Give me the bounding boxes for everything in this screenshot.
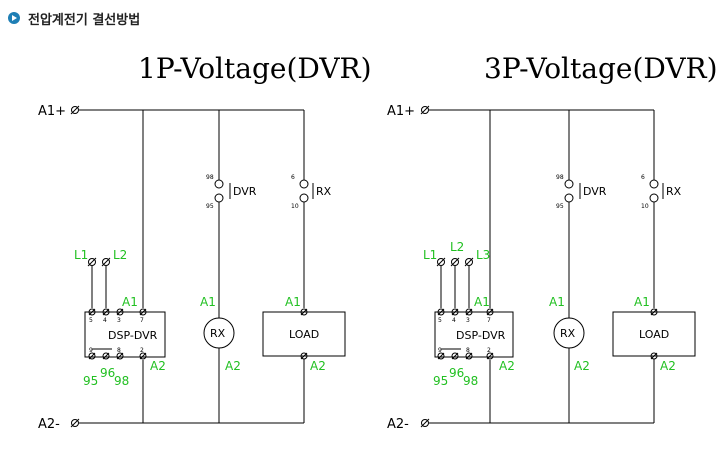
- dvr-contact-bottom-pin: 95: [556, 203, 564, 210]
- pin-number: 8: [466, 347, 470, 354]
- diagram-title: 1P-Voltage(DVR): [138, 52, 372, 85]
- load-a1-label: A1: [285, 295, 301, 309]
- rx-a2-label: A2: [574, 359, 590, 373]
- load-label: LOAD: [639, 328, 669, 341]
- rx-contact-bottom: [299, 193, 309, 203]
- input-terminal-l1: [87, 257, 97, 308]
- rx-contact-label: RX: [316, 185, 332, 198]
- pin-terminals-top: [437, 308, 494, 316]
- pin-number: 9: [89, 347, 93, 354]
- dsp-dvr-box: [434, 311, 514, 358]
- rx-contact-label: RX: [666, 185, 682, 198]
- rx-contact-top-pin: 6: [641, 174, 645, 181]
- dvr-contact-bottom: [214, 193, 224, 203]
- rx-contact-top: [299, 179, 309, 189]
- diagram-title: 3P-Voltage(DVR): [484, 52, 718, 85]
- dvr-contact-top-pin: 98: [556, 174, 564, 181]
- input-label-l2: L2: [450, 240, 464, 254]
- diagram-3p: 3P-Voltage(DVR) A1+ A2- DSP-DVR L1 L2 L3: [387, 52, 718, 432]
- input-label-l2: L2: [113, 248, 127, 262]
- dvr-contact-bottom: [564, 193, 574, 203]
- rx-relay-label: RX: [560, 327, 576, 340]
- load-a1-label: A1: [634, 295, 650, 309]
- input-label-l3: L3: [476, 248, 490, 262]
- output-label-95: 95: [83, 374, 98, 388]
- dvr-a2-label: A2: [150, 359, 166, 373]
- pin-number: 2: [140, 347, 144, 354]
- section-header: 전압계전기 결선방법: [8, 8, 140, 28]
- pin-terminals-bottom: [437, 348, 494, 360]
- dvr-a1-label: A1: [122, 295, 138, 309]
- dvr-a2-label: A2: [499, 359, 515, 373]
- pin-number: 5: [438, 317, 442, 324]
- pin-number: 7: [140, 317, 144, 324]
- dvr-contact-top: [564, 179, 574, 189]
- output-label-98: 98: [463, 374, 478, 388]
- rx-a1-label: A1: [549, 295, 565, 309]
- dvr-contact-label: DVR: [233, 185, 257, 198]
- output-label-98: 98: [114, 374, 129, 388]
- pin-number: 9: [438, 347, 442, 354]
- terminal-top-symbol: [70, 105, 80, 115]
- input-label-l1: L1: [74, 248, 88, 262]
- pin-number: 8: [117, 347, 121, 354]
- load-label: LOAD: [289, 328, 319, 341]
- input-terminal-l3: [464, 257, 474, 308]
- rx-a2-label: A2: [225, 359, 241, 373]
- output-label-96: 96: [100, 366, 115, 380]
- input-label-l1: L1: [423, 248, 437, 262]
- terminal-top-label: A1+: [38, 104, 66, 119]
- section-title: 전압계전기 결선방법: [28, 12, 141, 28]
- terminal-bottom-symbol: [70, 418, 80, 428]
- bullet-icon: [8, 12, 20, 24]
- dsp-dvr-label: DSP-DVR: [108, 329, 158, 342]
- load-a2-label: A2: [660, 359, 676, 373]
- rx-a1-label: A1: [200, 295, 216, 309]
- rx-contact-top-pin: 6: [291, 174, 295, 181]
- pin-number: 4: [452, 317, 456, 324]
- load-a2-label: A2: [310, 359, 326, 373]
- terminal-bottom-symbol: [420, 418, 430, 428]
- load-a2-terminal-slash: [650, 352, 658, 360]
- dvr-contact-top: [214, 179, 224, 189]
- pin-number: 5: [89, 317, 93, 324]
- pin-terminals-top: [88, 308, 147, 316]
- rx-relay-label: RX: [210, 327, 226, 340]
- input-terminal-l2: [101, 257, 111, 308]
- output-label-95: 95: [433, 374, 448, 388]
- diagram-1p: 1P-Voltage(DVR) A1+ A2- DSP-DVR L1 L2: [38, 52, 372, 432]
- terminal-bottom-label: A2-: [38, 417, 60, 432]
- rx-contact-top: [649, 179, 659, 189]
- pin-number: 7: [487, 317, 491, 324]
- dsp-dvr-box: [84, 311, 166, 358]
- terminal-bottom-label: A2-: [387, 417, 409, 432]
- input-terminal-l2: [450, 257, 460, 308]
- load-a2-terminal-slash: [300, 352, 308, 360]
- input-terminal-l1: [436, 257, 446, 308]
- dsp-dvr-label: DSP-DVR: [456, 329, 506, 342]
- dvr-a1-label: A1: [474, 295, 490, 309]
- pin-terminals-bottom: [88, 348, 147, 360]
- pin-number: 4: [103, 317, 107, 324]
- pin-number: 3: [466, 317, 470, 324]
- output-label-96: 96: [449, 366, 464, 380]
- rx-contact-bottom: [649, 193, 659, 203]
- dvr-contact-top-pin: 98: [206, 174, 214, 181]
- terminal-top-label: A1+: [387, 104, 415, 119]
- dvr-contact-label: DVR: [583, 185, 607, 198]
- rx-contact-bottom-pin: 10: [641, 203, 649, 210]
- dvr-contact-bottom-pin: 95: [206, 203, 214, 210]
- pin-number: 2: [487, 347, 491, 354]
- terminal-top-symbol: [420, 105, 430, 115]
- rx-contact-bottom-pin: 10: [291, 203, 299, 210]
- pin-number: 3: [117, 317, 121, 324]
